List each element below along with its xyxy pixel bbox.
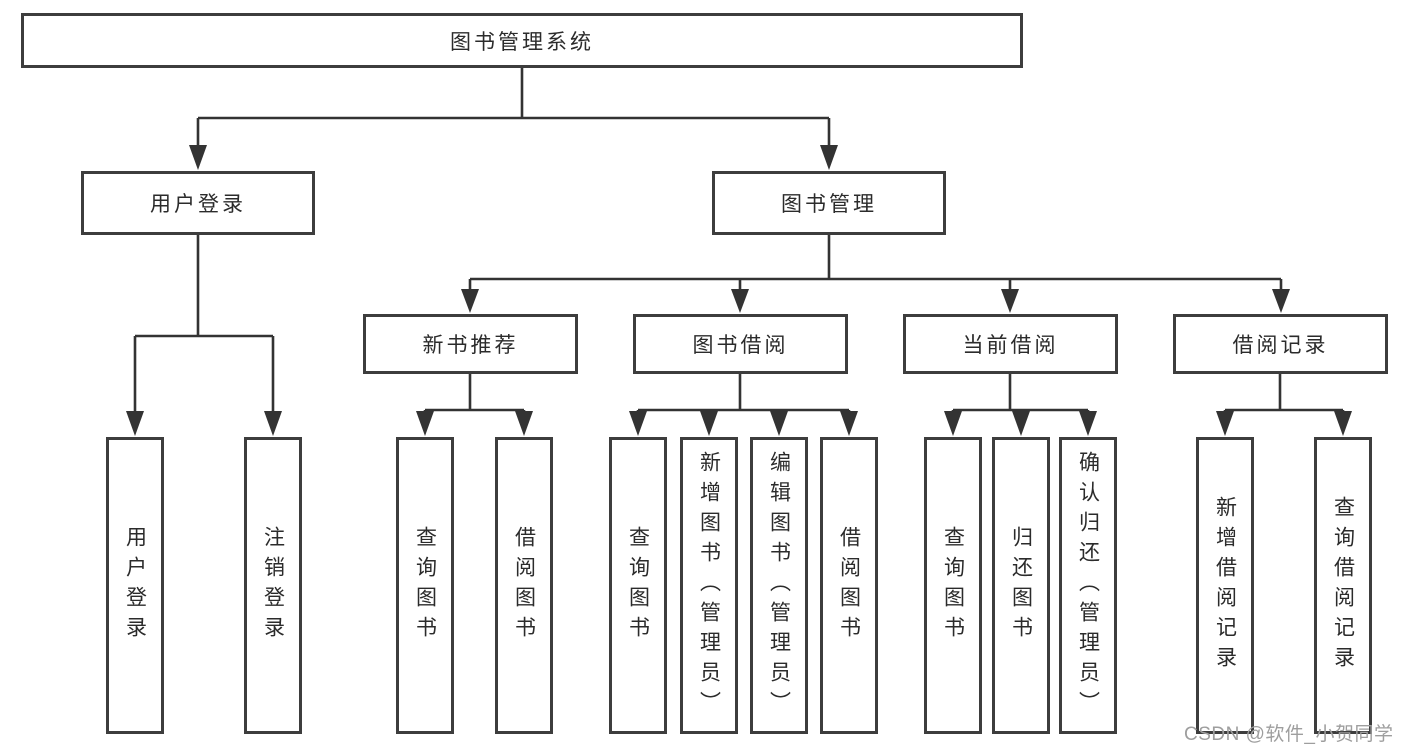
leaf-logout: 注销登录	[244, 437, 302, 734]
node-label: 注销登录	[261, 525, 285, 646]
node-borrowing-records: 借阅记录	[1173, 314, 1388, 374]
node-book-management: 图书管理	[712, 171, 946, 235]
leaf-query-books-borrowing: 查询图书	[609, 437, 667, 734]
leaf-borrow-books-recommend: 借阅图书	[495, 437, 553, 734]
leaf-borrow-books: 借阅图书	[820, 437, 878, 734]
node-label: 用户登录	[150, 193, 246, 216]
node-label: 借阅图书	[512, 525, 536, 646]
leaf-query-borrow-record: 查询借阅记录	[1314, 437, 1372, 734]
node-label: 编辑图书（管理员）	[767, 450, 791, 721]
node-label: 查询图书	[626, 525, 650, 646]
node-label: 新增借阅记录	[1213, 495, 1237, 676]
node-label: 新书推荐	[422, 334, 519, 357]
node-label: 查询借阅记录	[1331, 495, 1355, 676]
leaf-return-books: 归还图书	[992, 437, 1050, 734]
csdn-watermark: CSDN @软件_小贺同学	[1184, 724, 1394, 745]
leaf-add-books-admin: 新增图书（管理员）	[680, 437, 738, 734]
node-label: 当前借阅	[962, 334, 1059, 357]
node-library-management-system: 图书管理系统	[21, 13, 1023, 68]
leaf-confirm-return-admin: 确认归还（管理员）	[1059, 437, 1117, 734]
node-label: 查询图书	[413, 525, 437, 646]
node-label: 确认归还（管理员）	[1076, 450, 1100, 721]
node-label: 新增图书（管理员）	[697, 450, 721, 721]
node-new-book-recommendation: 新书推荐	[363, 314, 578, 374]
node-label: 图书借阅	[692, 334, 789, 357]
leaf-query-books-current: 查询图书	[924, 437, 982, 734]
node-label: 借阅记录	[1232, 334, 1329, 357]
node-current-borrowing: 当前借阅	[903, 314, 1118, 374]
node-label: 查询图书	[941, 525, 965, 646]
node-label: 借阅图书	[837, 525, 861, 646]
leaf-edit-books-admin: 编辑图书（管理员）	[750, 437, 808, 734]
node-user-login: 用户登录	[81, 171, 315, 235]
leaf-add-borrow-record: 新增借阅记录	[1196, 437, 1254, 734]
leaf-query-books-recommend: 查询图书	[396, 437, 454, 734]
leaf-user-login: 用户登录	[106, 437, 164, 734]
node-label: 图书管理系统	[450, 30, 594, 54]
node-label: 用户登录	[123, 525, 147, 646]
node-label: 归还图书	[1009, 525, 1033, 646]
node-book-borrowing: 图书借阅	[633, 314, 848, 374]
node-label: 图书管理	[781, 193, 877, 216]
